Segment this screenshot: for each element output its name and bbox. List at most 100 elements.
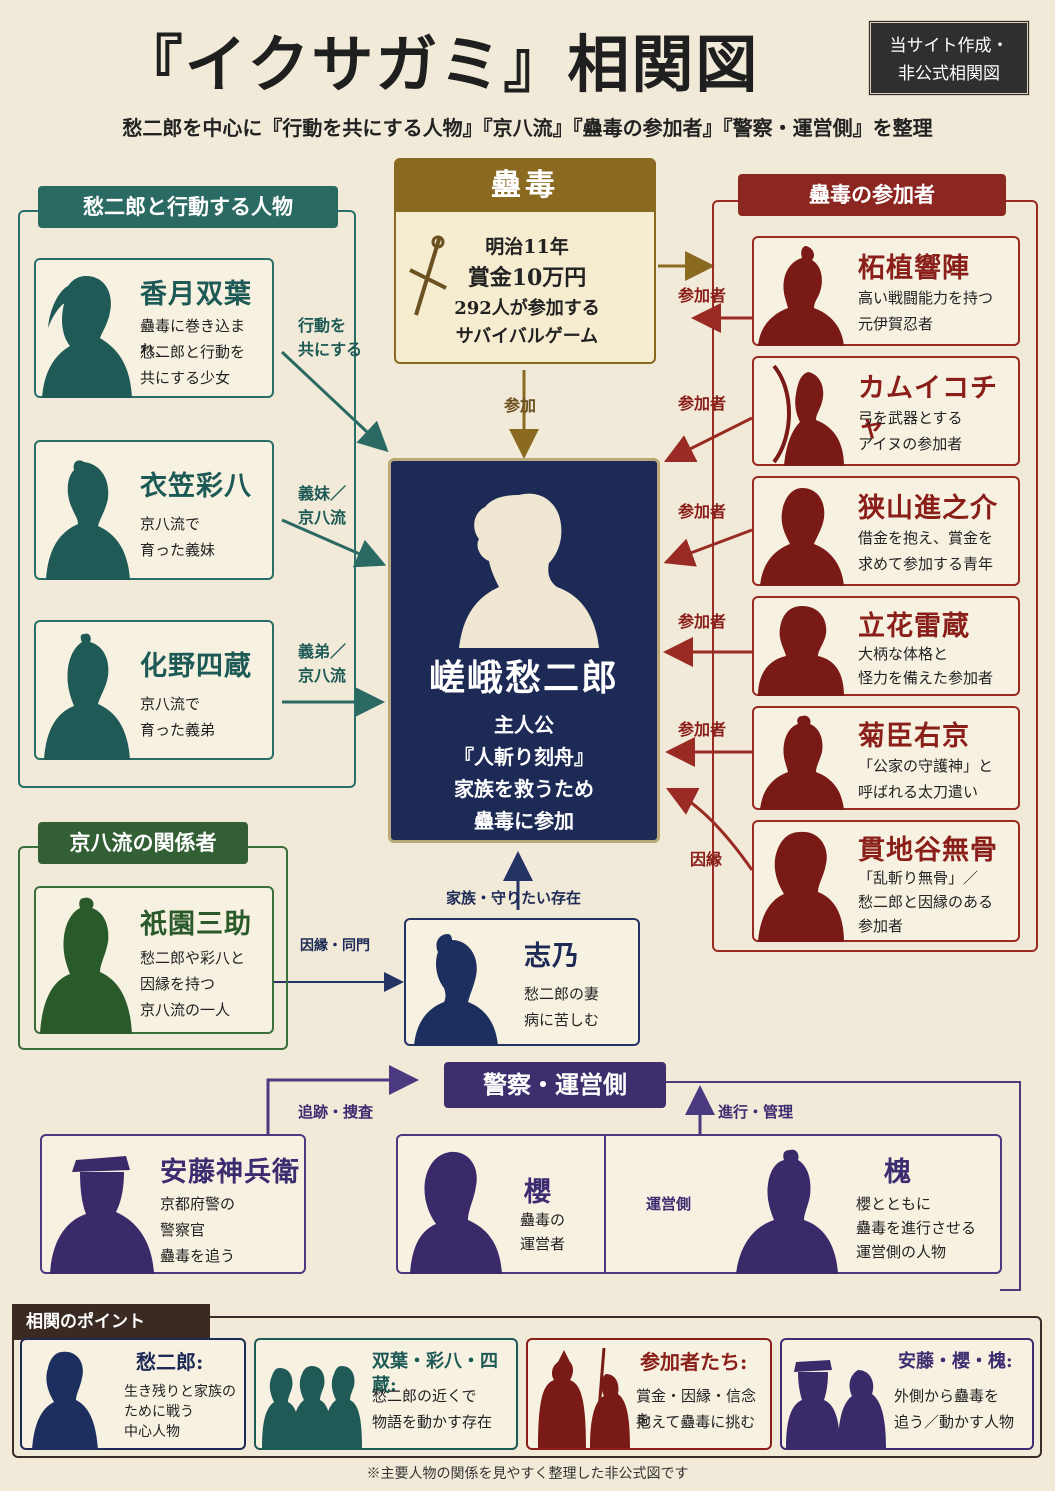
iroha-desc1: 京八流で [140, 515, 201, 533]
point3-desc2: 抱えて蠱毒に挑む [636, 1413, 756, 1431]
point-card-3: 参加者たち: 賞金・因縁・信念を 抱えて蠱毒に挑む [526, 1338, 772, 1450]
shinnosuke-desc2: 求めて参加する青年 [858, 555, 994, 573]
shinnosuke-desc1: 借金を抱え、賞金を [858, 529, 994, 547]
sakura-name: 櫻 [524, 1177, 552, 1208]
silhouette-icon [459, 493, 599, 648]
edge-shikura-2: 京八流 [298, 666, 347, 685]
card-futaba[interactable]: 香月双葉 蠱毒に巻き込まれ、 愁二郎と行動を 共にする少女 [34, 258, 274, 398]
silhouette-icon [758, 831, 844, 942]
ukyo-desc1: 「公家の守護神」と [858, 757, 994, 775]
raizo-desc2: 怪力を備えた参加者 [858, 669, 994, 687]
card-raizo[interactable]: 立花雷蔵 大柄な体格と 怪力を備えた参加者 [752, 596, 1020, 696]
shikura-desc2: 育った義弟 [140, 721, 216, 739]
silhouette-icon [786, 1360, 886, 1448]
card-bukotsu[interactable]: 貫地谷無骨 「乱斬り無骨」／ 愁二郎と因縁のある 参加者 [752, 820, 1020, 942]
card-shino[interactable]: 志乃 愁二郎の妻 病に苦しむ [404, 918, 640, 1046]
futaba-name: 香月双葉 [140, 279, 252, 310]
badge-line1: 当サイト作成・ [889, 36, 1009, 56]
edge-raizo: 参加者 [678, 612, 727, 631]
police-label: 警察・運営側 [444, 1062, 666, 1108]
silhouette-icon [414, 934, 498, 1046]
arrow-ando [266, 1065, 419, 1134]
shino-desc2: 病に苦しむ [524, 1011, 600, 1029]
points-section [12, 1316, 1042, 1458]
card-iroha[interactable]: 衣笠彩八 京八流で 育った義妹 [34, 440, 274, 580]
silhouette-icon [772, 364, 844, 466]
point3-title: 参加者たち: [640, 1350, 748, 1374]
card-shinnosuke[interactable]: 狭山進之介 借金を抱え、賞金を 求めて参加する青年 [752, 476, 1020, 586]
edge-gion: 因縁・同門 [300, 938, 370, 954]
bukotsu-desc2: 愁二郎と因縁のある [858, 893, 994, 911]
card-ando[interactable]: 安藤神兵衛 京都府警の 警察官 蠱毒を追う [40, 1134, 306, 1274]
silhouette-icon [32, 1351, 98, 1450]
silhouette-icon [50, 1156, 154, 1274]
point4-title: 安藤・櫻・槐: [898, 1351, 1013, 1372]
raizo-desc1: 大柄な体格と [858, 645, 949, 663]
silhouette-icon [40, 897, 132, 1034]
edge-kamuy: 参加者 [678, 394, 727, 413]
card-kyojin[interactable]: 柘植響陣 高い戦闘能力を持つ 元伊賀忍者 [752, 236, 1020, 346]
point1-title: 愁二郎: [136, 1350, 204, 1374]
unofficial-badge: 当サイト作成・ 非公式相関図 [868, 20, 1030, 96]
card-ops[interactable]: 櫻 蠱毒の 運営者 運営側 槐 櫻とともに 蠱毒を進行させる 運営側の人物 [396, 1134, 1002, 1274]
shino-desc1: 愁二郎の妻 [524, 985, 600, 1003]
silhouette-icon [262, 1366, 362, 1448]
gion-name: 祇園三助 [140, 909, 252, 940]
point2-desc2: 物語を動かす存在 [372, 1413, 493, 1431]
edge-ops: 進行・管理 [718, 1103, 794, 1121]
shino-name: 志乃 [524, 941, 580, 972]
point-card-4: 安藤・櫻・槐: 外側から蠱毒を 追う／動かす人物 [780, 1338, 1034, 1450]
card-ukyo[interactable]: 菊臣右京 「公家の守護神」と 呼ばれる太刀遣い [752, 706, 1020, 810]
gion-desc3: 京八流の一人 [140, 1001, 231, 1019]
game-box: 蠱毒 明治11年 賞金10万円 292人が参加する サバイバルゲーム [394, 158, 656, 364]
sakura-desc1: 蠱毒の [520, 1211, 566, 1229]
silhouette-icon [758, 606, 844, 696]
enju-desc1: 櫻とともに [856, 1195, 932, 1213]
point-card-1: 愁二郎: 生き残りと家族の ために戦う 中心人物 [20, 1338, 246, 1450]
iroha-desc2: 育った義妹 [140, 541, 216, 559]
ando-name: 安藤神兵衛 [160, 1157, 300, 1188]
point1-desc1: 生き残りと家族の [124, 1384, 236, 1400]
game-line4: サバイバルゲーム [455, 326, 599, 347]
police-frame [660, 1081, 1021, 1291]
edge-futaba-2: 共にする [298, 340, 363, 359]
card-kamuy[interactable]: カムイコチャ 弓を武器とする アイヌの参加者 [752, 356, 1020, 466]
edge-wife: 家族・守りたい存在 [446, 889, 582, 907]
game-line3: 292人が参加する [454, 298, 600, 319]
protagonist-line2: 『人斬り刻舟』 [454, 745, 594, 769]
protagonist-line4: 蠱毒に参加 [474, 809, 574, 833]
companions-label: 愁二郎と行動する人物 [38, 186, 338, 228]
silhouette-icon [736, 1149, 838, 1274]
ando-desc3: 蠱毒を追う [160, 1247, 236, 1265]
shikura-name: 化野四蔵 [140, 651, 252, 682]
raizo-name: 立花雷蔵 [858, 611, 970, 642]
page-title: 『イクサガミ』相関図 [120, 28, 760, 101]
edge-futaba-1: 行動を [298, 316, 347, 335]
ando-desc1: 京都府警の [160, 1195, 236, 1213]
arrow-p6 [665, 787, 754, 871]
edge-ukyo: 参加者 [678, 720, 727, 739]
edge-game-main: 参加 [504, 396, 537, 415]
point-card-2: 双葉・彩八・四蔵: 愁二郎の近くで 物語を動かす存在 [254, 1338, 518, 1450]
silhouette-icon [760, 715, 844, 810]
ops-mid-label: 運営側 [646, 1195, 692, 1213]
kamuy-desc1: 弓を武器とする [858, 409, 963, 427]
ukyo-name: 菊臣右京 [858, 721, 970, 752]
bukotsu-desc3: 参加者 [858, 917, 904, 935]
protagonist-card[interactable]: 嵯峨愁二郎 主人公 『人斬り刻舟』 家族を救うため 蠱毒に参加 [388, 458, 660, 843]
card-gion[interactable]: 祇園三助 愁二郎や彩八と 因縁を持つ 京八流の一人 [34, 886, 274, 1034]
edge-shikura-1: 義弟／ [298, 642, 347, 661]
kamuy-name: カムイコチャ [858, 373, 998, 443]
silhouette-icon [758, 246, 844, 346]
kamuy-desc2: アイヌの参加者 [858, 435, 963, 453]
edge-shinnosuke: 参加者 [678, 502, 727, 521]
point4-desc1: 外側から蠱毒を [894, 1387, 1000, 1405]
futaba-desc3: 共にする少女 [140, 369, 231, 387]
silhouette-icon [44, 633, 130, 760]
card-shikura[interactable]: 化野四蔵 京八流で 育った義弟 [34, 620, 274, 760]
edge-ando: 追跡・捜査 [298, 1103, 374, 1121]
sword-icon [408, 230, 448, 320]
edge-iroha-2: 京八流 [298, 508, 347, 527]
protagonist-line3: 家族を救うため [454, 777, 594, 801]
point3-desc1: 賞金・因縁・信念を [636, 1387, 757, 1429]
